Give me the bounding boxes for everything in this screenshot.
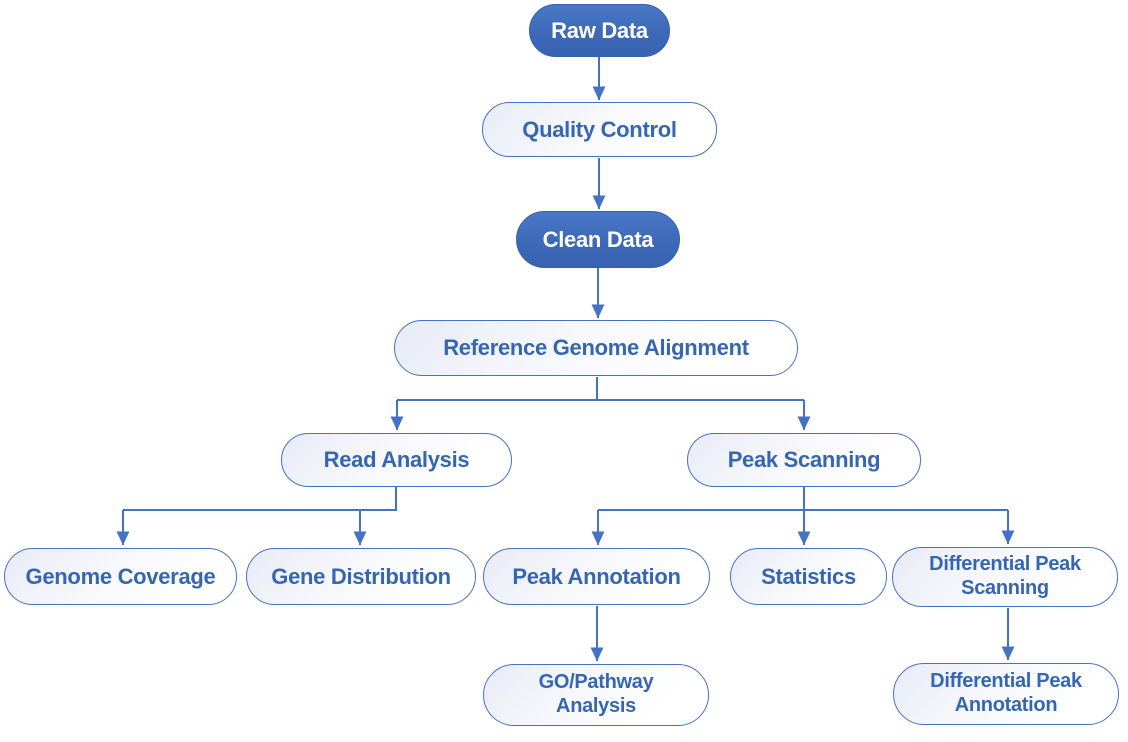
node-gene-distribution: Gene Distribution (246, 548, 476, 605)
node-quality-control: Quality Control (482, 102, 717, 157)
node-clean-data: Clean Data (516, 211, 680, 268)
connector-readanalysis-branch-rail (123, 487, 397, 511)
connector-peakscanning-branch-rail (598, 487, 1008, 511)
node-go-pathway-analysis: GO/Pathway Analysis (483, 664, 709, 726)
connector-alignment-branch-rail (397, 377, 804, 401)
node-differential-peak-annotation: Differential Peak Annotation (893, 663, 1119, 725)
node-genome-coverage: Genome Coverage (4, 548, 237, 605)
node-differential-peak-scanning: Differential Peak Scanning (892, 547, 1118, 607)
node-reference-genome-alignment: Reference Genome Alignment (394, 320, 798, 376)
node-peak-annotation: Peak Annotation (483, 548, 710, 605)
node-statistics: Statistics (730, 548, 887, 605)
node-peak-scanning: Peak Scanning (687, 433, 921, 487)
node-read-analysis: Read Analysis (281, 433, 512, 487)
node-raw-data: Raw Data (529, 4, 670, 57)
